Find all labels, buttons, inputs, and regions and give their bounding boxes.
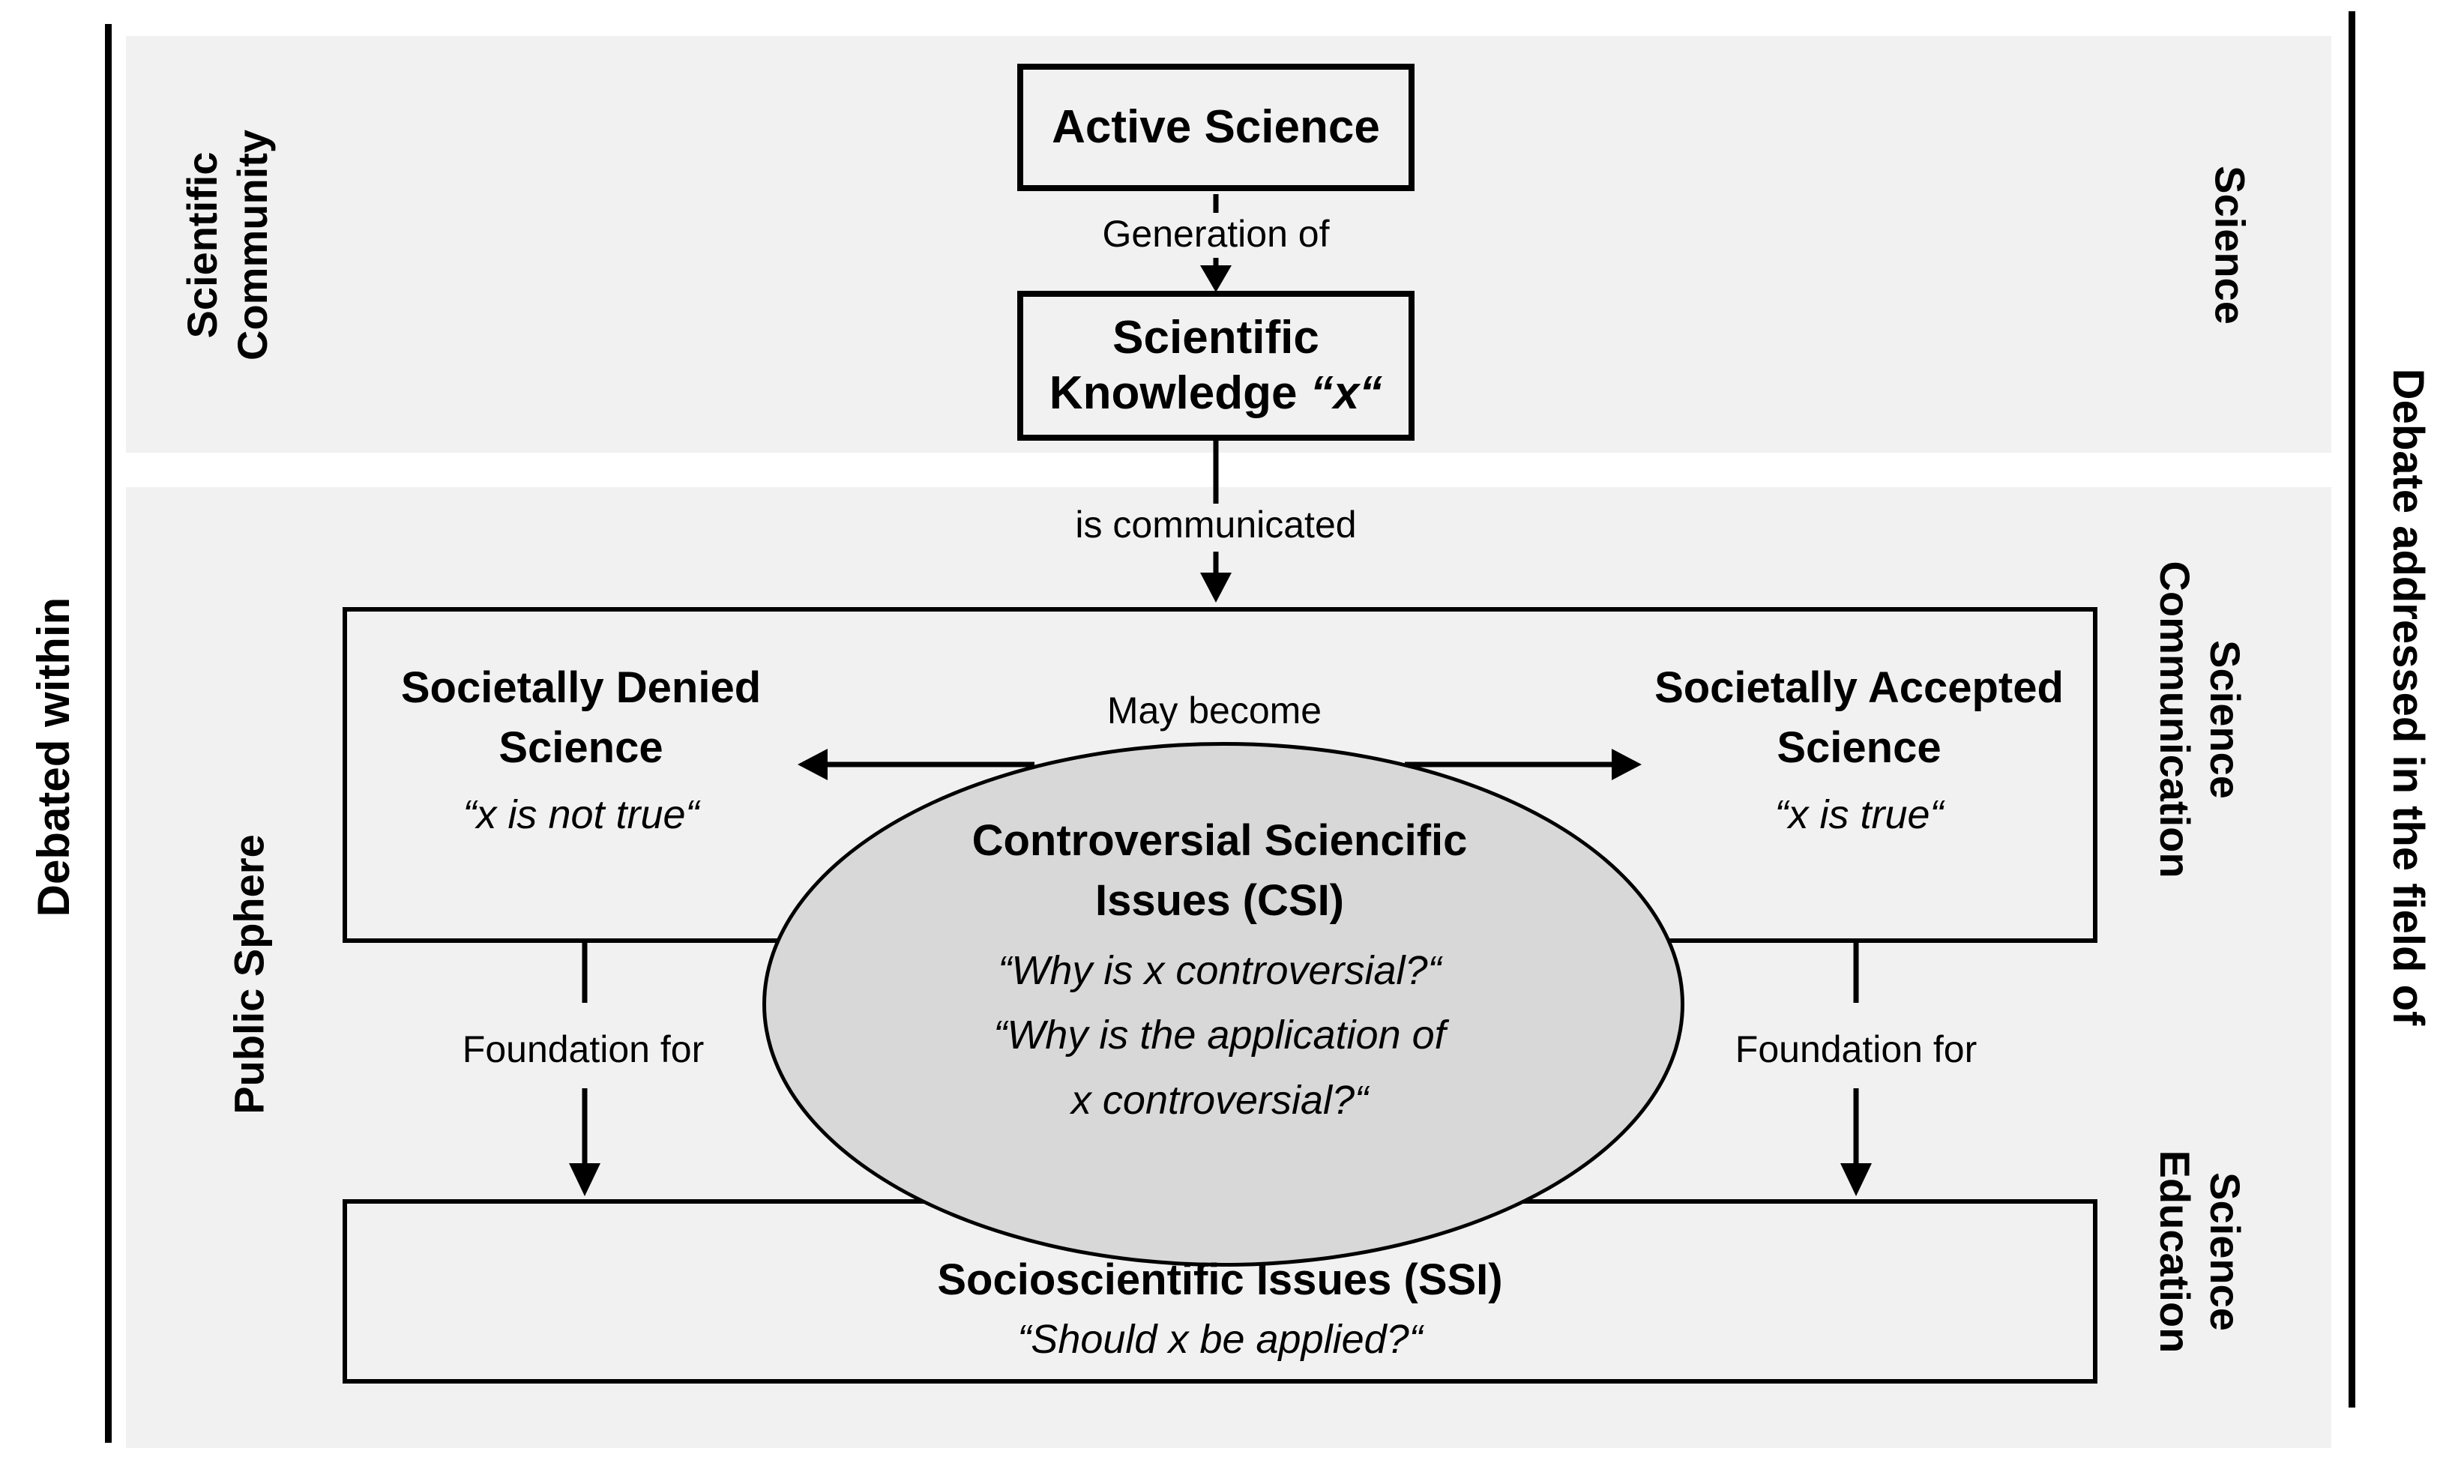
- label-generation-of: Generation of: [1102, 213, 1330, 255]
- science-band: [126, 36, 2331, 453]
- active-science-box: Active Science: [1017, 64, 1415, 191]
- arrow-foundation-right: [1840, 943, 1872, 1196]
- label-is-communicated: is communicated: [1075, 504, 1357, 546]
- knowledge-word: Knowledge: [1049, 367, 1310, 419]
- societally-accepted-block: Societally Accepted Science “x is true“: [1612, 658, 2106, 847]
- arrow-may-become-left: [798, 749, 1034, 780]
- societally-denied-title: Societally Denied Science: [400, 663, 762, 773]
- arrow-generation-of: [1200, 194, 1232, 292]
- label-public-sphere: Public Sphere: [225, 834, 273, 1114]
- arrow-may-become-right: [1405, 749, 1642, 780]
- scientific-knowledge-box: Scientific Knowledge “x“: [1017, 291, 1415, 441]
- knowledge-x-variable: “x“: [1310, 367, 1383, 419]
- csi-quote1: “Why is x controversial?“: [998, 948, 1442, 994]
- societally-accepted-title: Societally Accepted Science: [1654, 663, 2064, 773]
- societally-accepted-quote: “x is true“: [1774, 792, 1944, 838]
- label-science-communication: Science Communication: [2151, 561, 2250, 878]
- label-may-become: May become: [1106, 690, 1322, 732]
- scientific-knowledge-title: Scientific Knowledge “x“: [1049, 310, 1382, 422]
- scientific-knowledge-line2: Knowledge “x“: [1049, 366, 1382, 421]
- csi-quote2: “Why is the application of x controversi…: [993, 1013, 1446, 1123]
- csi-ellipse: [762, 742, 1684, 1267]
- societally-denied-quote: “x is not true“: [463, 792, 699, 838]
- label-foundation-for-left: Foundation for: [462, 1028, 705, 1070]
- label-science-education: Science Education: [2151, 1150, 2250, 1354]
- left-bracket-line: [105, 24, 112, 1443]
- ssi-block: Socioscientific Issues (SSI) “Should x b…: [343, 1250, 2097, 1369]
- right-bracket-line: [2349, 11, 2355, 1408]
- active-science-title: Active Science: [1052, 100, 1380, 153]
- societally-denied-block: Societally Denied Science “x is not true…: [334, 658, 828, 847]
- ssi-title: Socioscientific Issues (SSI): [937, 1255, 1503, 1304]
- arrow-is-communicated: [1200, 439, 1232, 603]
- arrow-foundation-left: [569, 943, 600, 1196]
- scientific-knowledge-line1: Scientific: [1112, 311, 1319, 364]
- csi-block: Controversial Sciencific Issues (CSI) “W…: [789, 811, 1651, 1132]
- label-foundation-for-right: Foundation for: [1735, 1028, 1977, 1070]
- label-debate-addressed: Debate addressed in the field of: [2384, 368, 2433, 1026]
- csi-title: Controversial Sciencific Issues (CSI): [972, 816, 1468, 926]
- ssi-quote: “Should x be applied?“: [1017, 1317, 1423, 1363]
- label-scientific-community: Scientific Community: [178, 130, 276, 361]
- label-science: Science: [2206, 166, 2254, 325]
- label-debated-within: Debated within: [28, 597, 79, 917]
